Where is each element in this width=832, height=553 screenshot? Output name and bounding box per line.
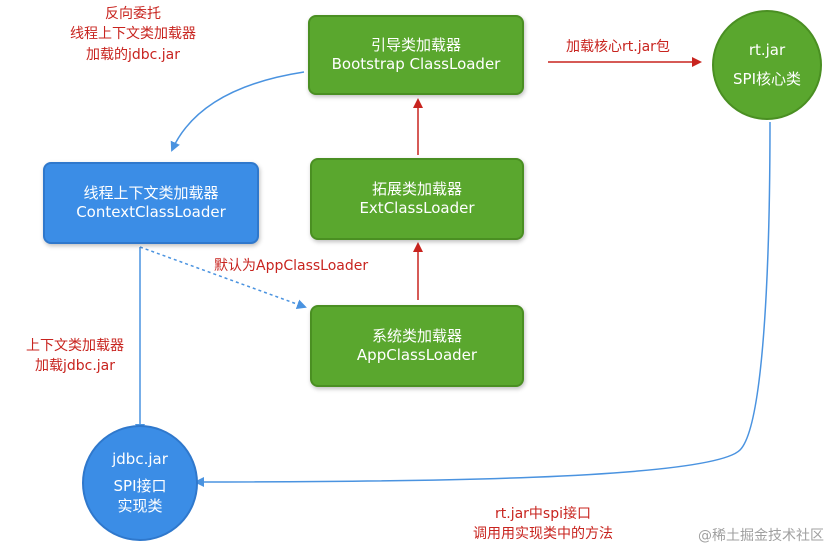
rtjar-subtitle: SPI核心类 bbox=[733, 70, 801, 88]
bootstrap-title: 引导类加载器 bbox=[370, 35, 461, 54]
ext-classloader-box: 拓展类加载器 ExtClassLoader bbox=[310, 158, 524, 240]
load-core-label: 加载核心rt.jar包 bbox=[566, 39, 670, 55]
reverse-delegate-arrow bbox=[170, 71, 305, 152]
context-title: 线程上下文类加载器 bbox=[83, 183, 219, 202]
context-load-line1: 上下文类加载器 bbox=[26, 338, 124, 354]
context-subtitle: ContextClassLoader bbox=[76, 203, 226, 221]
reverse-delegate-line3: 加载的jdbc.jar bbox=[85, 46, 181, 63]
bootstrap-subtitle: Bootstrap ClassLoader bbox=[331, 55, 501, 73]
default-app-label: 默认为AppClassLoader bbox=[214, 258, 369, 274]
jdbc-title: jdbc.jar bbox=[112, 449, 168, 468]
reverse-delegate-line1: 反向委托 bbox=[105, 6, 161, 22]
jdbc-impl: 实现类 bbox=[117, 496, 163, 515]
context-load-label: 上下文类加载器 加载jdbc.jar bbox=[20, 336, 130, 377]
jdbcjar-circle: jdbc.jar SPI接口 实现类 bbox=[82, 425, 198, 541]
ext-title: 拓展类加载器 bbox=[371, 179, 462, 198]
ext-subtitle: ExtClassLoader bbox=[359, 199, 475, 217]
app-title: 系统类加载器 bbox=[371, 326, 462, 345]
app-classloader-box: 系统类加载器 AppClassLoader bbox=[310, 305, 524, 387]
rtjar-title: rt.jar bbox=[748, 40, 786, 59]
reverse-delegate-label: 反向委托 线程上下文类加载器 加载的jdbc.jar bbox=[58, 4, 208, 65]
rtjar-to-jdbc-arrow bbox=[194, 121, 771, 487]
jdbc-spi: SPI接口 bbox=[113, 477, 167, 496]
app-subtitle: AppClassLoader bbox=[356, 346, 478, 364]
reverse-delegate-line2: 线程上下文类加载器 bbox=[70, 26, 196, 43]
bootstrap-classloader-box: 引导类加载器 Bootstrap ClassLoader bbox=[308, 15, 524, 95]
rtjar-circle: rt.jar SPI核心类 bbox=[712, 10, 822, 120]
context-load-line2: 加载jdbc.jar bbox=[34, 358, 116, 375]
default-app-dotted-arrow bbox=[139, 246, 307, 309]
context-classloader-box: 线程上下文类加载器 ContextClassLoader bbox=[43, 162, 259, 244]
spi-call-line2: 调用用实现类中的方法 bbox=[473, 526, 613, 543]
spi-call-line1: rt.jar中spi接口 bbox=[495, 506, 591, 522]
watermark: @稀土掘金技术社区 bbox=[698, 528, 824, 544]
spi-call-label: rt.jar中spi接口 调用用实现类中的方法 bbox=[468, 504, 618, 545]
